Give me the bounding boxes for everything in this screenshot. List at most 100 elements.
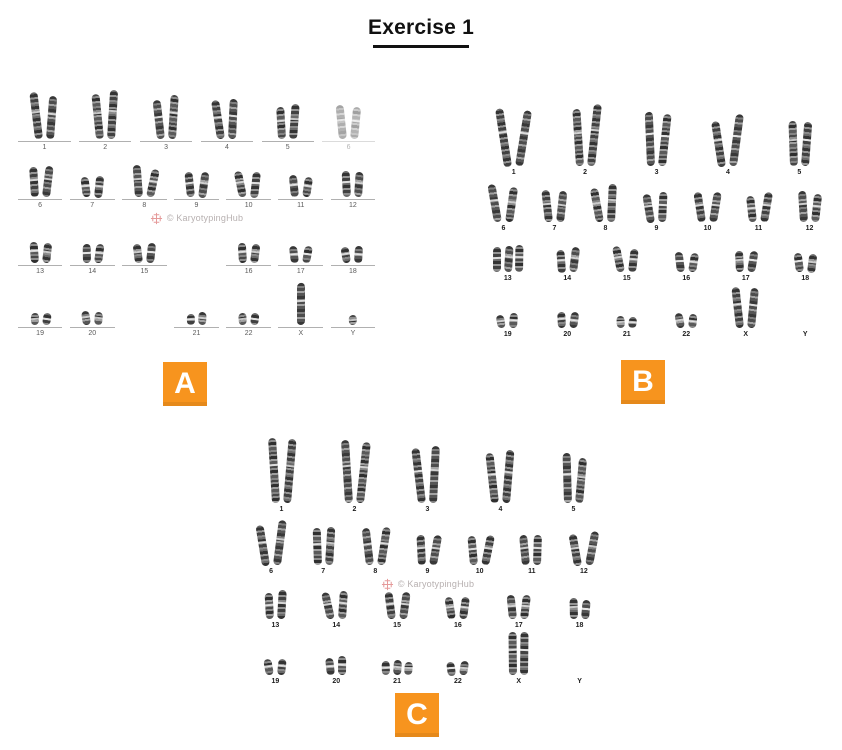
- group-number-label: 14: [332, 622, 341, 629]
- chromosome: [509, 313, 519, 329]
- chromosome: [411, 447, 426, 504]
- chromosome: [735, 250, 745, 273]
- chromosome-cluster: [416, 534, 443, 566]
- chromosome: [45, 96, 58, 140]
- chromosome: [760, 191, 773, 223]
- chromosome: [429, 535, 443, 566]
- chromosome-group-a-16: 16: [223, 242, 275, 276]
- chromosome: [80, 176, 91, 198]
- chromosome: [747, 250, 759, 273]
- chromosome: [228, 98, 239, 140]
- chromosome: [398, 591, 411, 620]
- chromosome: [348, 314, 357, 326]
- chromosome-group-b-5: 5: [764, 120, 835, 177]
- group-number-label: 4: [498, 506, 503, 513]
- group-number-label: 17: [741, 275, 750, 282]
- group-underline: [226, 265, 272, 266]
- group-number-label: 8: [142, 202, 147, 209]
- chromosome: [184, 171, 195, 198]
- group-underline: [261, 141, 314, 142]
- group-number-label: 20: [332, 678, 341, 685]
- group-number-label: 5: [797, 169, 802, 176]
- chromosome-cluster: [571, 104, 602, 167]
- chromosome-cluster: [711, 114, 745, 167]
- chromosome-cluster: [381, 659, 413, 676]
- karyotypinghub-watermark: © KaryotypingHub: [245, 576, 610, 592]
- chromosome-cluster: [674, 313, 698, 329]
- chromosome: [459, 597, 471, 620]
- chromosome-group-b-x: X: [716, 287, 776, 339]
- chromosome: [568, 246, 580, 273]
- chromosome-group-b-9: 9: [631, 191, 682, 233]
- chromosome-cluster: [746, 191, 773, 223]
- chromosome-cluster: [320, 590, 348, 620]
- chromosome-group-c-14: 14: [306, 590, 367, 630]
- group-number-label: 19: [271, 678, 280, 685]
- chromosome-cluster: [80, 175, 104, 198]
- group-underline: [121, 265, 167, 266]
- group-number-label: 12: [805, 225, 814, 232]
- group-number-label: 3: [164, 144, 169, 151]
- chromosome-group-a-18: 18: [327, 245, 379, 276]
- chromosome: [106, 89, 118, 140]
- group-underline: [17, 265, 63, 266]
- group-number-label: 11: [528, 568, 536, 575]
- chromosome: [481, 534, 496, 566]
- chromosome-group-a-17: 17: [275, 245, 327, 276]
- group-number-label: 18: [575, 622, 584, 629]
- chromosome: [376, 527, 391, 566]
- chromosome: [487, 183, 502, 223]
- chromosome-cluster: [211, 98, 239, 140]
- chromosome-group-a-8: 8: [118, 164, 170, 210]
- group-number-label: 11: [297, 202, 305, 209]
- chromosome-cluster: [674, 251, 699, 273]
- chromosome: [693, 191, 706, 223]
- group-number-label: 16: [682, 275, 691, 282]
- chromosome-group-b-8: 8: [580, 184, 631, 233]
- chromosome: [485, 452, 499, 504]
- group-number-label: 1: [279, 506, 284, 513]
- chromosome-group-b-7: 7: [529, 189, 580, 233]
- group-underline: [69, 265, 115, 266]
- group-number-label: 6: [346, 144, 351, 151]
- chromosome: [628, 248, 639, 273]
- chromosome: [658, 191, 668, 223]
- chromosome: [687, 313, 698, 329]
- chromosome-group-a-6: 6: [318, 104, 379, 152]
- chromosome: [562, 452, 572, 504]
- chromosome-cluster: [29, 92, 58, 140]
- panel-label-c: C: [395, 693, 439, 737]
- group-underline: [278, 265, 324, 266]
- group-underline: [278, 199, 324, 200]
- chromosome: [312, 527, 322, 566]
- chromosome: [674, 251, 685, 273]
- chromosome: [541, 189, 553, 223]
- chromosome: [495, 314, 507, 329]
- group-number-label: 20: [88, 330, 97, 337]
- chromosome: [93, 243, 105, 264]
- chromosome: [503, 245, 514, 273]
- chromosome-cluster: [28, 166, 54, 198]
- chromosome-group-a-11: 11: [275, 175, 327, 210]
- group-number-label: 13: [36, 268, 44, 275]
- chromosome: [93, 311, 103, 326]
- chromosome: [132, 244, 143, 264]
- page-title: Exercise 1: [368, 16, 474, 39]
- chromosome-group-b-13: 13: [478, 244, 538, 283]
- chromosome-cluster: [263, 658, 287, 676]
- chromosome: [806, 253, 818, 273]
- chromosome: [495, 107, 513, 167]
- chromosome: [581, 599, 591, 620]
- group-number-label: 12: [580, 568, 588, 575]
- chromosome-cluster: [276, 103, 300, 140]
- chromosome: [30, 312, 39, 326]
- chromosome-group-a-5: 5: [257, 103, 318, 152]
- chromosome: [302, 176, 314, 198]
- chromosome: [747, 287, 760, 329]
